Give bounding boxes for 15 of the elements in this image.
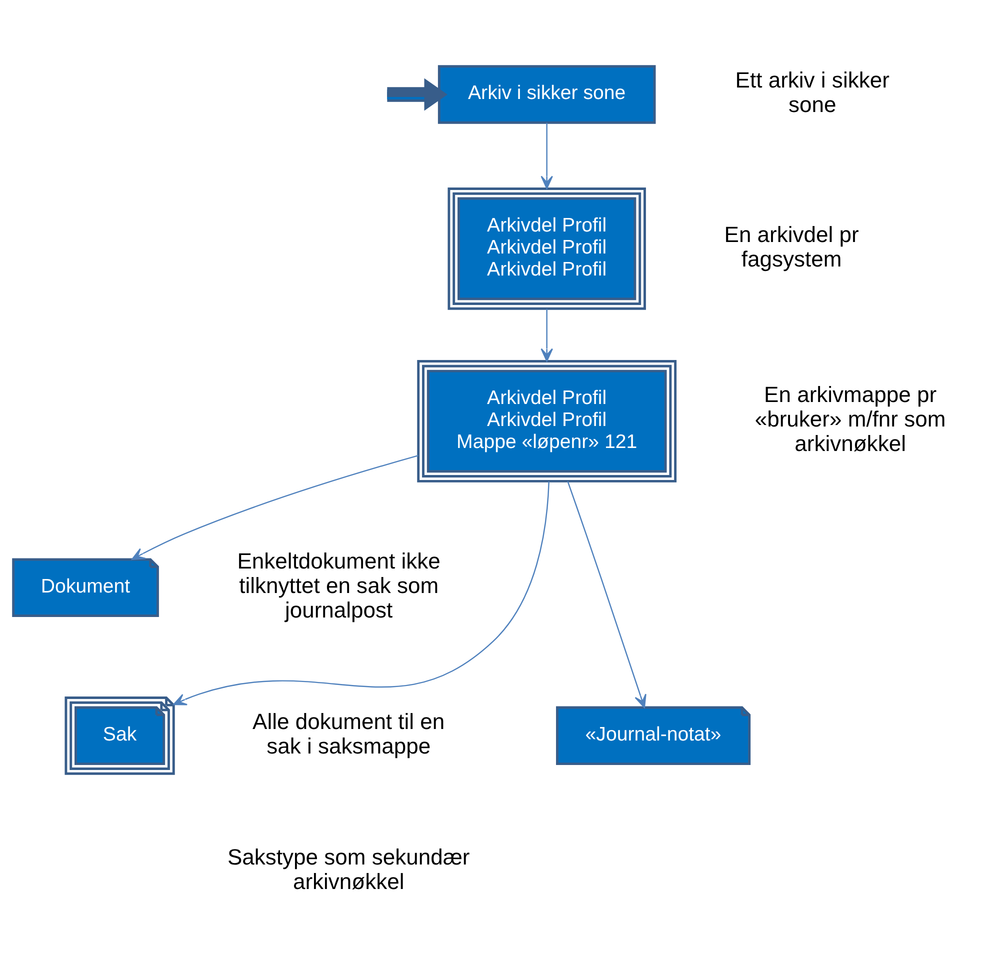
arrow [540, 122, 553, 189]
node-box: Arkivdel Profil Arkivdel Profil Mappe «løpenr» 121 [417, 360, 677, 482]
node-label: En arkivmappe pr «bruker» m/fnr som arkivnøkkel [754, 382, 946, 456]
node-box: Arkivdel Profil Arkivdel Profil Arkivdel Profil [448, 187, 646, 310]
arrow [567, 480, 646, 708]
arrow [131, 454, 418, 560]
node-label: Enkeltdokument ikke tilknyttet en sak som journalpost [237, 548, 440, 622]
node-label: Sakstype som sekundær arkivnøkkel [227, 844, 470, 894]
node-label: Alle dokument til en sak i saksmappe [252, 708, 445, 758]
arrow [540, 308, 553, 362]
node-label: En arkivdel pr fagsystem [724, 221, 859, 271]
arrow [387, 78, 448, 110]
node-label: Ett arkiv i sikker sone [735, 67, 890, 117]
node-box: Arkiv i sikker sone [438, 64, 656, 124]
arrow [173, 480, 550, 705]
